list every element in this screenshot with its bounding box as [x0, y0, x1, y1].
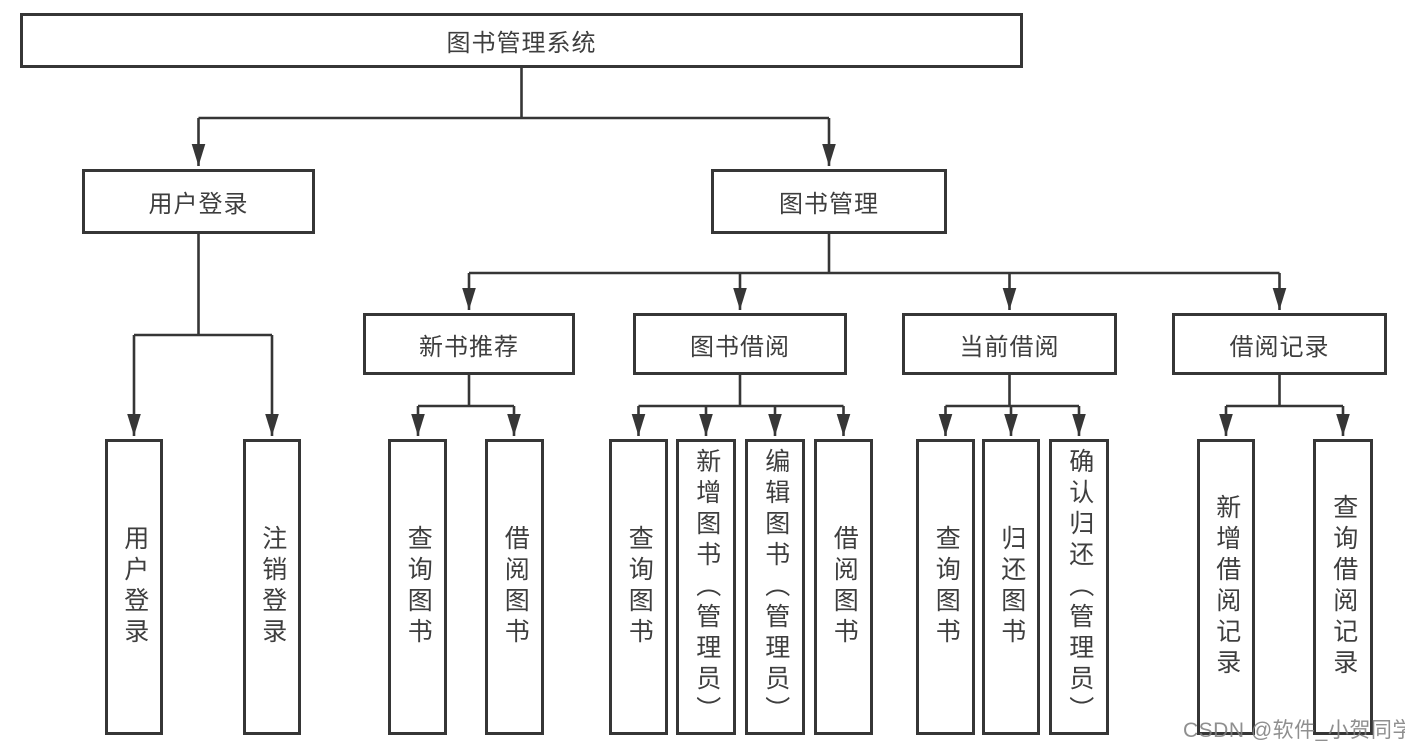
node-user-login: 用户登录: [82, 169, 315, 234]
leaf-br-add-record: 新增借阅记录: [1197, 439, 1255, 735]
node-borrow-records: 借阅记录: [1172, 313, 1387, 375]
leaf-nb-borrow-book: 借阅图书: [485, 439, 544, 735]
node-current-borrow: 当前借阅: [902, 313, 1117, 375]
node-book-borrow: 图书借阅: [633, 313, 847, 375]
leaf-br-query-record: 查询借阅记录: [1313, 439, 1373, 735]
leaf-bb-edit-book-admin: 编辑图书（管理员）: [745, 439, 805, 735]
leaf-cb-return-book: 归还图书: [982, 439, 1040, 735]
node-new-book-recommend: 新书推荐: [363, 313, 575, 375]
leaf-bb-query-book: 查询图书: [609, 439, 668, 735]
leaf-cb-confirm-return-admin: 确认归还（管理员）: [1049, 439, 1109, 735]
leaf-logout: 注销登录: [243, 439, 301, 735]
leaf-bb-borrow-book: 借阅图书: [814, 439, 873, 735]
leaf-cb-query-book: 查询图书: [916, 439, 975, 735]
leaf-bb-add-book-admin: 新增图书（管理员）: [676, 439, 736, 735]
node-root: 图书管理系统: [20, 13, 1023, 68]
leaf-nb-query-book: 查询图书: [388, 439, 447, 735]
node-book-management: 图书管理: [711, 169, 947, 234]
csdn-watermark: CSDN @软件_小贺同学: [1183, 719, 1405, 742]
leaf-user-login: 用户登录: [105, 439, 163, 735]
